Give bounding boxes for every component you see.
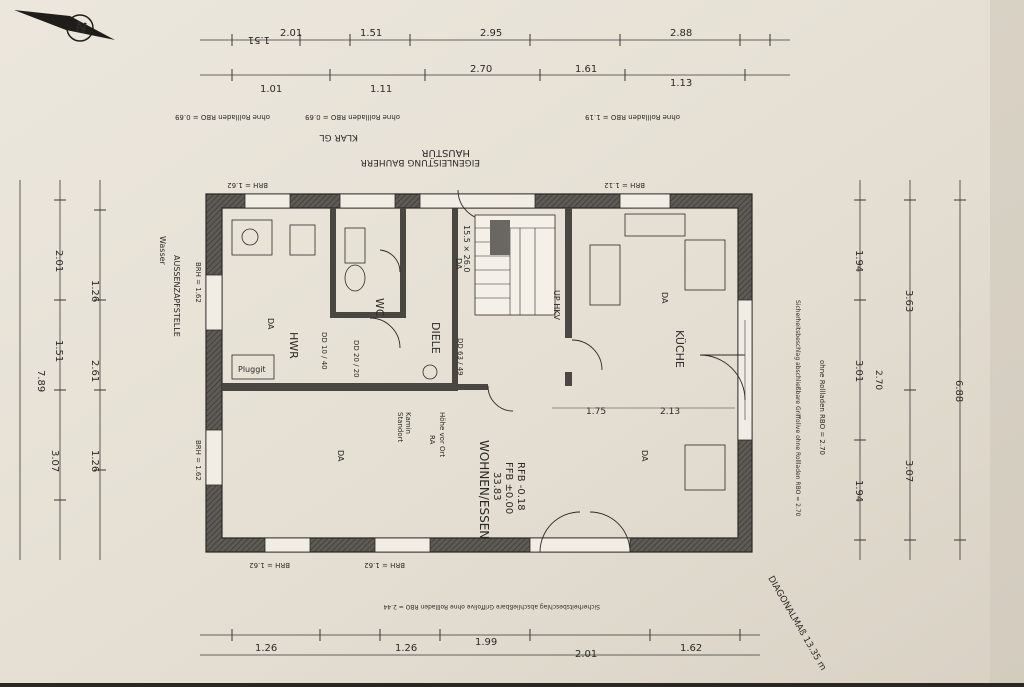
dim-top1-0: 1.51 bbox=[248, 34, 270, 45]
da-marker: DA bbox=[336, 450, 345, 462]
dim-left2-0: 2.01 bbox=[53, 250, 64, 272]
rollladen-note-4: ohne Rollladen RBO = 2.70 bbox=[818, 360, 826, 455]
dim-right2-1: 3.07 bbox=[903, 460, 914, 482]
rollladen-note-1: ohne Rollladen RBO = 0.69 bbox=[175, 113, 270, 121]
dim-top1-3: 2.95 bbox=[480, 28, 502, 39]
window-label-top-1: BRH = 1.62 bbox=[227, 181, 268, 189]
dim-left1-1: 3.07 bbox=[49, 450, 60, 472]
up-hkv-label: UP HKV bbox=[552, 290, 561, 320]
dd-label-3: DD 63 / 49 bbox=[456, 338, 464, 376]
kamin-label-1: Standort bbox=[396, 412, 404, 443]
dim-right1-2: 1.94 bbox=[853, 480, 864, 502]
wasser-label: Wasser bbox=[158, 236, 167, 266]
window-label-bottom-2: BRH = 1.62 bbox=[364, 561, 405, 569]
dim-bottom-2: 1.99 bbox=[475, 637, 497, 648]
da-marker: DA bbox=[640, 450, 649, 462]
staircase bbox=[474, 214, 556, 316]
stair-label: 15.5 × 26.0 bbox=[462, 225, 471, 272]
inner-dimension-lines bbox=[552, 320, 746, 420]
window-label-left-2: BRH = 1.62 bbox=[194, 440, 202, 481]
dim-bottom-1: 1.26 bbox=[395, 643, 417, 654]
da-marker: DA bbox=[660, 292, 669, 304]
dim-top1-4: 2.88 bbox=[670, 28, 692, 39]
haustuer-label: HAUSTÜR bbox=[422, 147, 470, 160]
klar-label: KLAR GL bbox=[320, 132, 358, 142]
kamin-label-2: Kamin bbox=[404, 412, 412, 434]
window-note-door: Sicherheitsbeschlag abschließbare Griffo… bbox=[383, 603, 600, 610]
dim-right1-1: 3.01 bbox=[853, 360, 864, 382]
rollladen-note-3: ohne Rollladen RBO = 1.19 bbox=[585, 113, 680, 121]
da-marker: DA bbox=[454, 258, 463, 270]
room-area: 33.83 bbox=[491, 472, 502, 501]
dim-top1-2: 1.51 bbox=[360, 28, 382, 39]
dim-top2-1: 1.11 bbox=[370, 84, 392, 95]
dim-left2-2: 1.26 bbox=[89, 450, 100, 472]
interior-walls bbox=[222, 208, 572, 391]
window-label-top-2: BRH = 1.12 bbox=[604, 181, 645, 189]
dim-top2-3: 1.61 bbox=[575, 64, 597, 75]
room-label-kueche: KÜCHE bbox=[673, 330, 686, 368]
dim-top2-0: 1.01 bbox=[260, 84, 282, 95]
dim-top1-1: 2.01 bbox=[280, 28, 302, 39]
room-rfb: RFB -0.18 bbox=[515, 462, 526, 511]
dim-bottom-0: 1.26 bbox=[255, 643, 277, 654]
room-label-diele: DIELE bbox=[429, 322, 442, 354]
room-label-wohnen: WOHNEN/ESSEN bbox=[477, 440, 491, 539]
inner-dim-1: 1.75 bbox=[586, 407, 606, 417]
dim-right2-0: 3.63 bbox=[903, 290, 914, 312]
dim-left1-3: 2.61 bbox=[89, 360, 100, 382]
door-swings bbox=[369, 189, 746, 553]
dim-right1-0: 1.94 bbox=[853, 250, 864, 272]
svg-text:N: N bbox=[74, 17, 88, 35]
dd-label-2: DD 20 / 20 bbox=[352, 340, 360, 378]
dim-right3-0: 6.88 bbox=[953, 380, 964, 402]
north-arrow-icon: N bbox=[14, 10, 115, 42]
da-marker: DA bbox=[266, 318, 275, 330]
aussenzapfstelle-label: AUSSENZAPFSTELLE bbox=[172, 255, 181, 337]
dim-left1-2: 1.51 bbox=[53, 340, 64, 362]
ra-label: RA bbox=[428, 435, 436, 445]
dimension-lines bbox=[19, 39, 961, 656]
dd-label-1: DD 10 / 40 bbox=[320, 332, 328, 370]
inner-dim-2: 2.70 bbox=[873, 370, 883, 390]
dim-left2-1: 1.26 bbox=[89, 280, 100, 302]
dim-left1-0: 7.89 bbox=[35, 370, 46, 392]
dim-top2-2: 2.70 bbox=[470, 64, 492, 75]
ra-hint: Höhe vor Ort bbox=[438, 412, 446, 457]
window-note-right: Sicherheitsbeschlag abschließbare Griffo… bbox=[794, 300, 801, 517]
pluggit-label: Pluggit bbox=[238, 365, 266, 374]
window-label-bottom-1: BRH = 1.62 bbox=[249, 561, 290, 569]
dim-bottom-4: 1.62 bbox=[680, 643, 702, 654]
dim-bottom-3: 2.01 bbox=[575, 649, 597, 660]
rollladen-note-2: ohne Rollladen RBO = 0.69 bbox=[305, 113, 400, 121]
eigenleistung-label: EIGENLEISTUNG BAUHERR bbox=[361, 157, 480, 167]
inner-dim-0: 2.13 bbox=[660, 407, 680, 417]
window-label-left-1: BRH = 1.62 bbox=[194, 262, 202, 303]
dim-top2-4: 1.13 bbox=[670, 78, 692, 89]
dimension-ticks bbox=[54, 34, 966, 641]
fixtures bbox=[231, 213, 726, 491]
room-ffb: FFB ±0.00 bbox=[503, 462, 514, 514]
room-label-hwr: HWR bbox=[287, 332, 300, 359]
room-label-wc: WC bbox=[373, 298, 386, 317]
